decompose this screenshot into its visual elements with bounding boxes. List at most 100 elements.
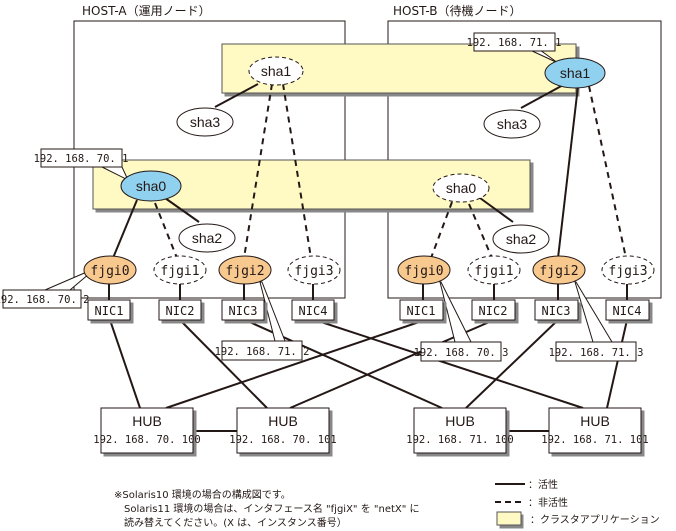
host-a-nic4-label: NIC4: [299, 304, 328, 318]
host-a-sha1-label: sha1: [261, 63, 292, 79]
link-a-sha0-fjgi1: [154, 202, 178, 259]
host-a-sha0-node[interactable]: [120, 170, 182, 202]
ip-b-sha1-box: [473, 32, 556, 52]
hub-70-100-ip: 192. 168. 70. 100: [93, 434, 200, 446]
host-a-nic3[interactable]: [221, 299, 265, 321]
host-a-nic2[interactable]: [158, 299, 202, 321]
host-b-nic2-label: NIC2: [479, 304, 508, 318]
link-b-sha1-fjgi3: [588, 85, 627, 259]
hub-71-100-label: HUB: [445, 413, 475, 429]
ip-b-fjgi0: 192. 168. 70. 3: [414, 347, 509, 359]
ip-a-fjgi2-box: [221, 340, 303, 361]
host-b-nic3-label: NIC3: [542, 304, 571, 318]
hub-71-100-ip: 192. 168. 71. 100: [406, 434, 513, 446]
cable-b-nic1-hub70-100: [165, 319, 426, 409]
host-a-nodes: sha1 sha3 sha0 sha2 fjgi0 fjgi1 fjgi2 fj…: [83, 56, 341, 285]
note-line-2: Solaris11 環境の場合は、インタフェース名 "fjgiX" を "net…: [124, 502, 420, 515]
link-b-sha1-sha3: [520, 83, 566, 109]
host-b-nics: NIC1 NIC2 NIC3 NIC4: [399, 299, 650, 321]
cable-b-nic3-hub71-100: [465, 319, 559, 409]
host-b-nodes: sha1 sha3 sha0 sha2 fjgi0 fjgi1 fjgi2 fj…: [397, 57, 655, 285]
host-a-fjgi0-label: fjgi0: [90, 264, 129, 279]
cable-a-nic4-hub71-101: [314, 319, 584, 409]
ip-b-fjgi0-box: [420, 341, 502, 362]
host-a-fjgi0-node[interactable]: [83, 255, 137, 285]
legend-active-label: ：活性: [528, 478, 558, 491]
host-a-fjgi2-node[interactable]: [218, 255, 272, 285]
hub-70-100-label: HUB: [132, 413, 162, 429]
host-b-fjgi1-label: fjgi1: [474, 264, 513, 279]
host-b-fjgi1-node[interactable]: [467, 255, 521, 285]
host-b-nic2[interactable]: [471, 299, 516, 321]
host-a-title: HOST-A（運用ノード）: [82, 4, 211, 18]
host-b-sha1-node[interactable]: [544, 57, 606, 89]
link-a-sha0-sha2: [164, 197, 200, 223]
host-b-fjgi3-node[interactable]: [601, 255, 655, 285]
hub-70-101-label: HUB: [268, 413, 298, 429]
host-a-nic1[interactable]: [87, 299, 131, 321]
link-b-sha1-fjgi2: [557, 85, 579, 259]
link-b-sha0-fjgi0: [430, 201, 453, 259]
hub-70-101-ip: 192. 168. 70. 101: [229, 434, 336, 446]
link-a-sha0-fjgi0: [112, 199, 138, 259]
legend: ：活性 ：非活性 ：クラスタアプリケーション: [495, 478, 660, 526]
host-a-sha0-label: sha0: [136, 178, 167, 194]
host-a-fjgi1-node[interactable]: [153, 255, 207, 285]
host-b-nic1[interactable]: [399, 299, 444, 321]
link-b-sha0-fjgi1: [468, 203, 493, 259]
host-b-sha2-label: sha2: [506, 231, 537, 247]
host-a-nic2-label: NIC2: [166, 304, 195, 318]
host-b-sha0-node[interactable]: [432, 173, 490, 203]
host-a-fjgi1-label: fjgi1: [160, 264, 199, 279]
host-a-sha1-node[interactable]: [248, 56, 304, 86]
note-line-3: 読み替えてください。(X は、インスタンス番号）: [124, 516, 347, 529]
hub-71-101-ip: 192. 168. 71. 101: [541, 434, 648, 446]
host-a-nic4[interactable]: [291, 299, 335, 321]
host-a-nic1-label: NIC1: [95, 304, 124, 318]
host-b-fjgi2-label: fjgi2: [539, 264, 578, 279]
ip-a-fjgi0: 192. 168. 70. 2: [0, 294, 89, 306]
hub-70-101[interactable]: [236, 407, 330, 454]
ip-b-sha1: 192. 168. 71. 1: [467, 37, 562, 49]
ip-a-fjgi2: 192. 168. 71. 2: [215, 346, 310, 358]
ip-b-fjgi2: 192. 168. 71. 3: [549, 347, 644, 359]
link-a-sha1-fjgi3: [282, 83, 312, 259]
note: ※Solaris10 環境の場合の構成図です。 Solaris11 環境の場合は…: [114, 488, 420, 529]
host-a-nics: NIC1 NIC2 NIC3 NIC4: [87, 299, 335, 321]
host-b-fjgi3-label: fjgi3: [608, 264, 647, 279]
hub-71-101[interactable]: [548, 407, 642, 454]
ip-a-fjgi0-box: [2, 289, 82, 309]
hub-71-100[interactable]: [413, 407, 507, 454]
host-b-nic3[interactable]: [534, 299, 579, 321]
host-a-sha2-label: sha2: [192, 230, 223, 246]
legend-inactive-label: ：非活性: [528, 496, 568, 509]
cable-a-nic1-hub70-100: [109, 319, 141, 409]
host-b-nic1-label: NIC1: [407, 304, 436, 318]
host-a-sha3-node[interactable]: [176, 107, 234, 137]
host-a-fjgi3-label: fjgi3: [294, 264, 333, 279]
link-a-sha1-sha3: [214, 83, 259, 108]
host-b-fjgi2-node[interactable]: [532, 255, 586, 285]
host-a-fjgi3-node[interactable]: [287, 255, 341, 285]
host-b-title: HOST-B（待機ノード）: [393, 3, 521, 18]
host-b-fjgi0-node[interactable]: [397, 255, 451, 285]
host-a-fjgi2-label: fjgi2: [225, 264, 264, 279]
host-a-sha2-node[interactable]: [178, 223, 236, 253]
ip-b-fjgi2-box: [555, 341, 637, 362]
host-b-sha1-label: sha1: [560, 65, 591, 81]
host-a-sha3-label: sha3: [190, 114, 221, 130]
hub-71-101-label: HUB: [580, 413, 610, 429]
host-b-nic4[interactable]: [605, 299, 650, 321]
legend-cluster-app-swatch: [496, 511, 522, 526]
cable-b-nic4-hub71-101: [606, 319, 628, 409]
host-b-sha2-node[interactable]: [492, 224, 550, 254]
ip-a-sha0-box: [40, 148, 123, 168]
ip-a-sha0: 192. 168. 70. 1: [34, 153, 129, 165]
host-b-sha0-label: sha0: [446, 180, 477, 196]
hub-70-100[interactable]: [100, 407, 194, 454]
host-b-sha3-label: sha3: [497, 116, 528, 132]
note-line-1: ※Solaris10 環境の場合の構成図です。: [114, 488, 291, 501]
host-b-sha3-node[interactable]: [483, 109, 541, 139]
cable-a-nic2-hub70-101: [179, 319, 268, 409]
